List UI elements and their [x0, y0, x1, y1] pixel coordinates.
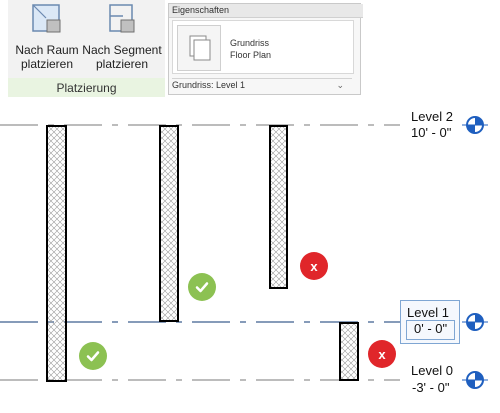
level-0-elevation[interactable]: -3' - 0": [412, 380, 450, 395]
place-by-segment-label-1: Nach Segment: [82, 43, 162, 57]
type-selector[interactable]: Grundriss Floor Plan: [172, 20, 354, 74]
view-selector-dropdown[interactable]: Grundriss: Level 1 ⌄: [172, 78, 352, 92]
type-text: Grundriss Floor Plan: [230, 37, 271, 61]
placement-panel: Nach Raum platzieren Nach Segment platzi…: [8, 0, 165, 97]
place-by-room-icon: [32, 4, 61, 33]
place-by-segment-label-2: platzieren: [95, 57, 149, 71]
level-1-marker[interactable]: [462, 313, 488, 331]
level-2-marker[interactable]: [462, 116, 488, 134]
properties-panel: Eigenschaften Grundriss Floor Plan Grund…: [168, 3, 363, 95]
place-by-segment-icon: [109, 4, 135, 33]
column-4[interactable]: [339, 322, 359, 381]
level-1-selection-box: [400, 300, 460, 344]
level-0-marker[interactable]: [462, 371, 488, 389]
type-name: Grundriss: [230, 38, 270, 48]
level-2-name[interactable]: Level 2: [411, 109, 453, 124]
column-2[interactable]: [159, 125, 179, 322]
place-by-room-button[interactable]: Nach Raum platzieren: [12, 2, 82, 71]
level-1-name[interactable]: Level 1: [407, 305, 449, 320]
type-subname: Floor Plan: [230, 50, 272, 60]
invalid-x-icon: x: [300, 252, 328, 280]
properties-header: Eigenschaften: [169, 4, 363, 18]
column-1[interactable]: [46, 125, 67, 382]
invalid-x-icon: x: [368, 340, 396, 368]
place-by-room-label-2: platzieren: [20, 57, 74, 71]
placement-panel-label: Platzierung: [8, 78, 165, 97]
chevron-down-icon: ⌄: [336, 80, 344, 90]
place-by-segment-button[interactable]: Nach Segment platzieren: [82, 2, 162, 71]
view-selector-label: Grundriss: Level 1: [172, 80, 246, 90]
place-by-room-label-1: Nach Raum: [15, 43, 79, 57]
column-3[interactable]: [269, 125, 288, 289]
floor-plan-icon: [189, 35, 211, 61]
level-2-elevation[interactable]: 10' - 0": [411, 125, 452, 140]
floor-plan-thumbnail: [177, 25, 221, 71]
valid-check-icon: [188, 273, 216, 301]
level-1-elevation[interactable]: 0' - 0": [414, 321, 448, 336]
level-0-name[interactable]: Level 0: [411, 363, 453, 378]
valid-check-icon: [79, 342, 107, 370]
